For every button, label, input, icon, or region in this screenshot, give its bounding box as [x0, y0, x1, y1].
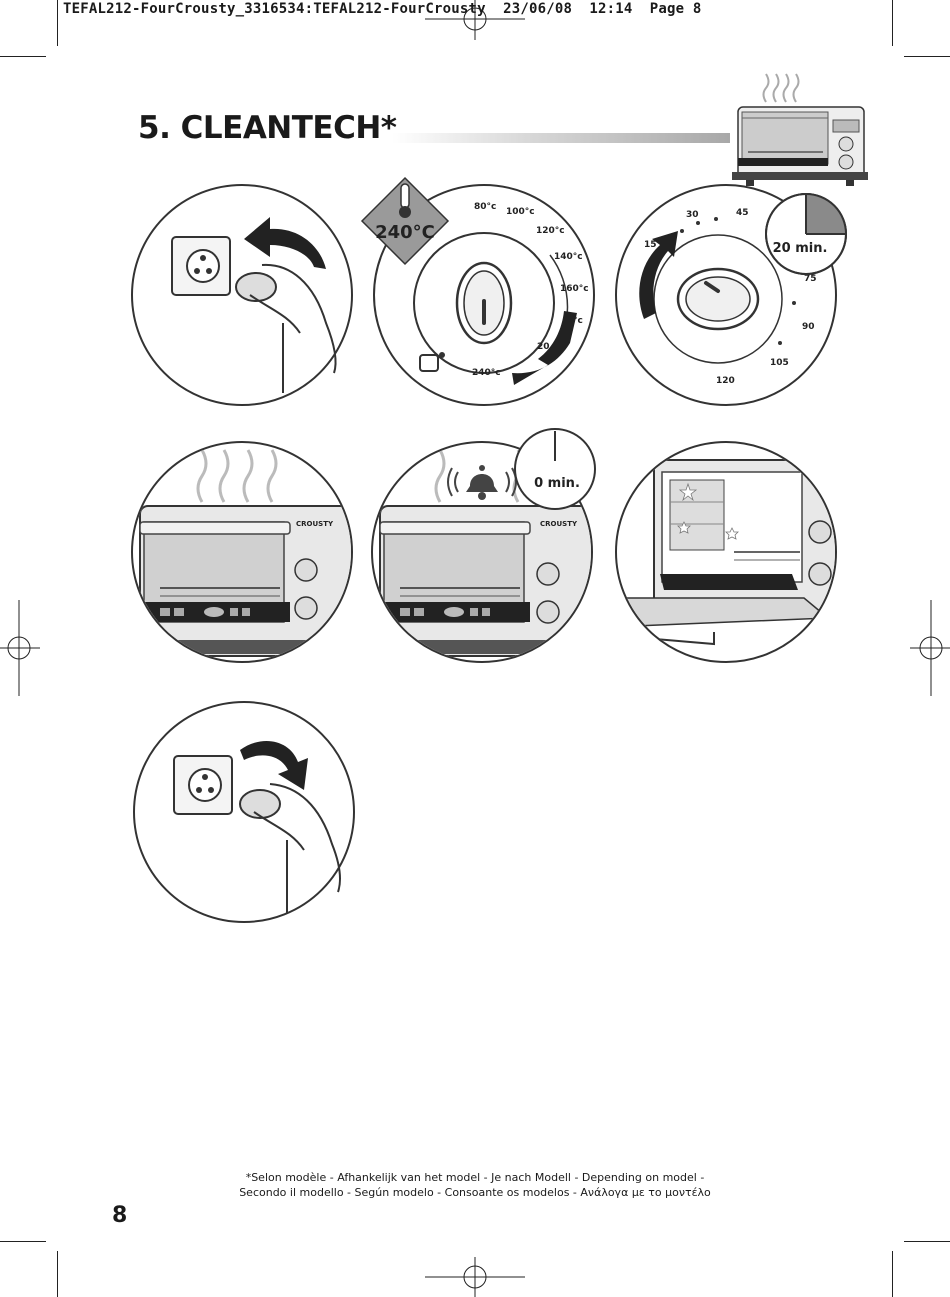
crop-mark: [904, 1241, 950, 1242]
timer-badge-label: 0 min.: [534, 476, 580, 491]
dial-label: 90: [802, 322, 815, 332]
step6-clean-oven: [614, 440, 838, 664]
timer-badge-0-min: 0 min.: [514, 428, 596, 510]
oven-brand-label: CROUSTY: [540, 520, 578, 528]
dial-label: °c: [573, 316, 583, 326]
bell-icon: [447, 465, 517, 500]
oven-brand-label: CROUSTY: [296, 520, 334, 528]
dial-label: 80°c: [474, 202, 496, 212]
crop-mark: [0, 1241, 46, 1242]
step4-oven-heating: CROUSTY: [130, 440, 354, 664]
print-header: TEFAL212-FourCrousty_3316534:TEFAL212-Fo…: [63, 1, 702, 17]
dial-label: 100°c: [506, 207, 535, 217]
step1-illustration: [130, 183, 354, 407]
timer-badge-label: 20 min.: [773, 241, 828, 256]
footnote-line-2: Secondo il modello - Según modelo - Cons…: [239, 1186, 711, 1199]
step7-illustration: [132, 700, 356, 924]
crop-mark: [0, 56, 46, 57]
dial-label: 120: [716, 376, 735, 386]
temperature-badge: 240°C: [360, 176, 450, 266]
registration-mark-bottom: [425, 1257, 525, 1297]
oven-illustration-top: [732, 73, 868, 186]
dial-label: 240°c: [472, 368, 501, 378]
timer-badge-20-min: 20 min.: [765, 193, 847, 275]
dial-label: 105: [770, 358, 789, 368]
footnote: *Selon modèle - Afhankelijk van het mode…: [200, 1170, 750, 1200]
title-gradient-bar: [392, 133, 730, 143]
dial-label: 120°c: [536, 226, 565, 236]
dial-label: 75: [804, 274, 817, 284]
dial-label: 160°c: [560, 284, 589, 294]
dial-label: 45: [736, 208, 749, 218]
registration-mark-right: [910, 600, 950, 696]
crop-mark: [892, 0, 893, 46]
dial-label: 30: [686, 210, 699, 220]
dial-label: 15: [644, 240, 657, 250]
registration-mark-top: [425, 0, 525, 40]
crop-mark: [904, 56, 950, 57]
page-number: 8: [112, 1203, 128, 1228]
section-title: 5. CLEANTECH*: [138, 110, 397, 146]
temperature-badge-label: 240°C: [375, 222, 435, 243]
dial-label: 20: [537, 342, 550, 352]
crop-mark: [57, 1251, 58, 1297]
crop-mark: [892, 1251, 893, 1297]
dial-label: 140°c: [554, 252, 583, 262]
registration-mark-left: [0, 600, 40, 696]
footnote-line-1: *Selon modèle - Afhankelijk van het mode…: [245, 1171, 705, 1184]
crop-mark: [57, 0, 58, 46]
